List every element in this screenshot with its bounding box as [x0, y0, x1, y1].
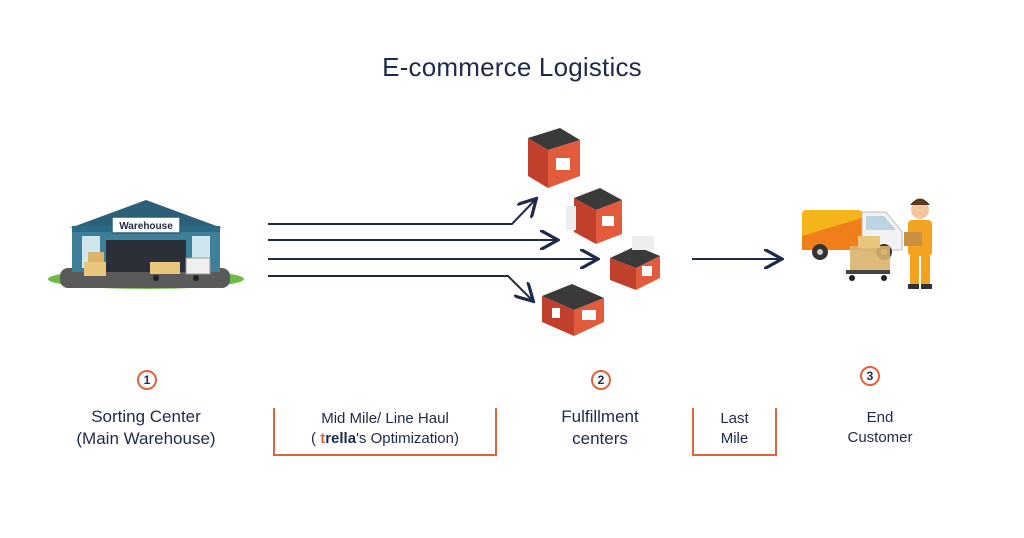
last-mile-line2: Mile: [720, 430, 749, 447]
warehouse-sign: Warehouse: [119, 221, 173, 232]
delivery-van-illustration: [802, 210, 903, 281]
trella-logo: trella: [320, 430, 357, 447]
last-mile-bracket: [692, 408, 777, 456]
fulfillment-centers-label: Fulfillment centers: [530, 406, 670, 450]
building-4: [542, 284, 604, 336]
step-3-badge: 3: [860, 366, 880, 386]
mid-mile-arrows: [268, 200, 596, 300]
courier-illustration: [904, 198, 932, 289]
mid-mile-line1: Mid Mile/ Line Haul: [321, 410, 449, 427]
sorting-center-line2: (Main Warehouse): [76, 429, 216, 448]
fulfillment-line1: Fulfillment: [561, 407, 639, 426]
fulfillment-line2: centers: [572, 429, 628, 448]
sorting-center-label: Sorting Center (Main Warehouse): [46, 406, 246, 450]
end-customer-line2: Customer: [847, 429, 913, 446]
building-3: [610, 236, 660, 290]
mid-mile-label: Mid Mile/ Line Haul ( trella's Optimizat…: [273, 409, 497, 449]
end-customer-line1: End: [866, 409, 894, 426]
sorting-center-line1: Sorting Center: [91, 407, 201, 426]
mid-mile-bracket: [273, 408, 497, 456]
mid-mile-line2: ( trella's Optimization): [273, 429, 497, 449]
building-1: [528, 128, 580, 188]
last-mile-line1: Last: [720, 410, 749, 427]
step-1-badge: 1: [137, 370, 157, 390]
end-customer-label: End Customer: [810, 408, 950, 448]
diagram-title: E-commerce Logistics: [382, 52, 642, 82]
fulfillment-buildings: [528, 128, 660, 336]
last-mile-label: Last Mile: [692, 409, 777, 449]
optimization-text: 's Optimization): [356, 430, 459, 447]
warehouse-illustration: Warehouse: [48, 200, 244, 289]
step-2-badge: 2: [591, 370, 611, 390]
paren-open: (: [311, 430, 321, 447]
building-2: [566, 188, 622, 244]
